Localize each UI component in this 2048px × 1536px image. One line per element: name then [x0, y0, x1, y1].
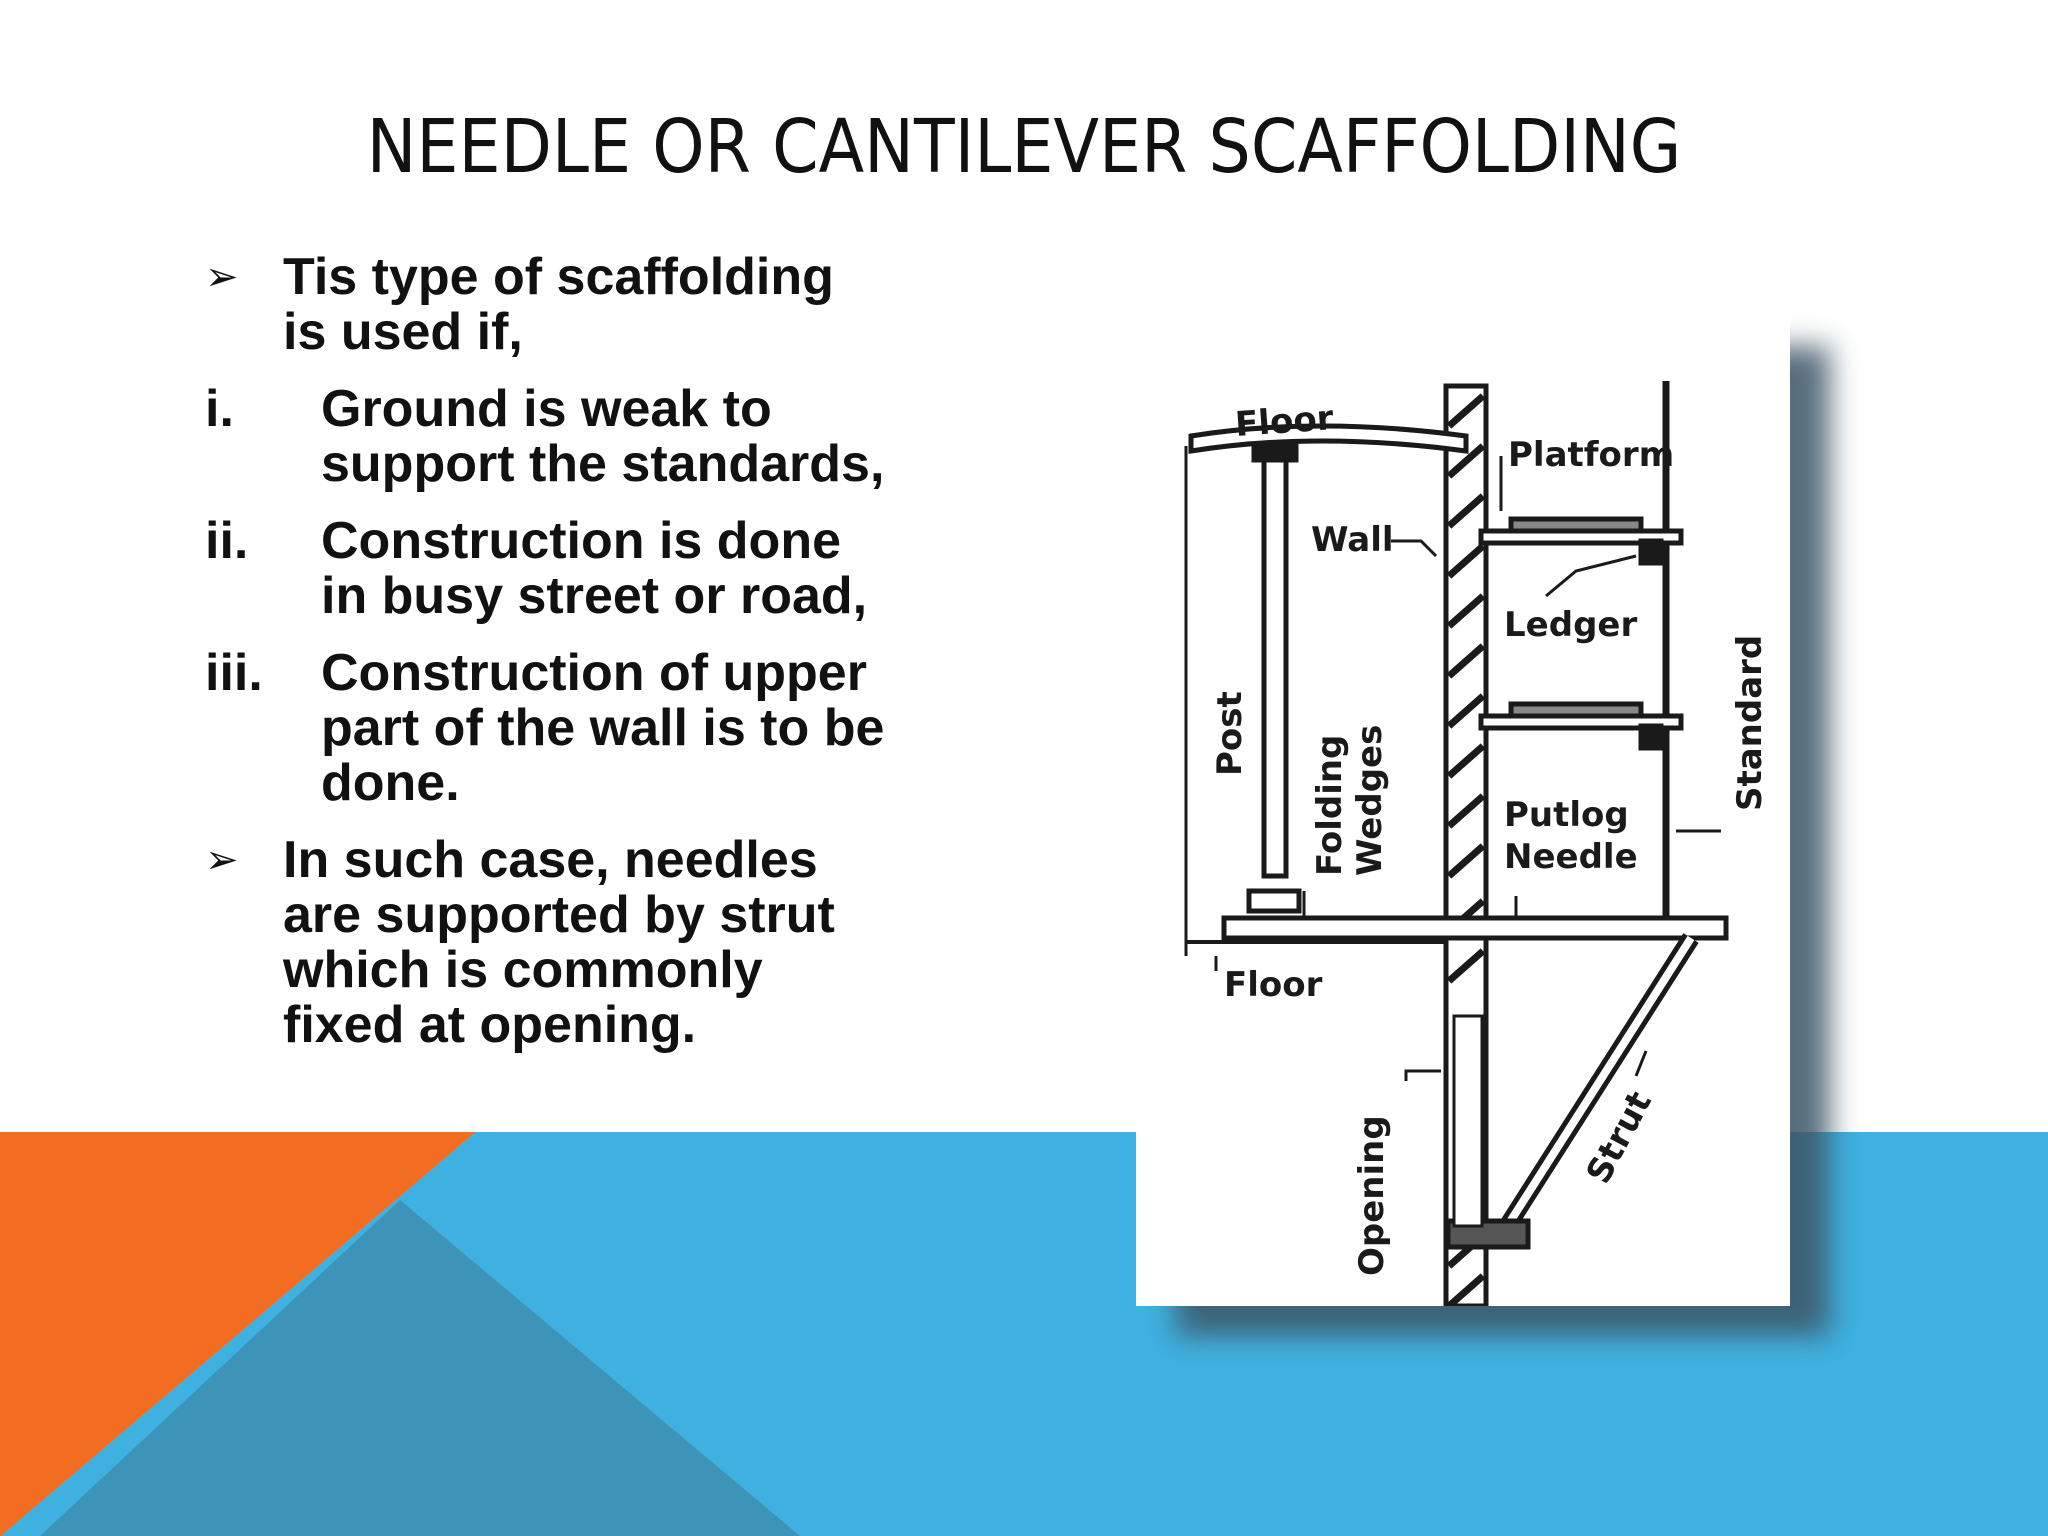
condition-item: iii. Construction of upper part of the w…: [205, 646, 885, 811]
ledger-leader: [1545, 554, 1637, 598]
label-putlog: Putlog: [1504, 795, 1629, 835]
strut-leader: [1634, 1050, 1648, 1077]
lower-ledger: [1638, 723, 1664, 751]
conclusion-text: In such case, needles are supported by s…: [283, 831, 835, 1054]
bullet-list: ➢ Tis type of scaffolding is used if, i.…: [205, 250, 885, 1075]
intro-text: Tis type of scaffolding is used if,: [283, 248, 834, 361]
condition-marker: i.: [205, 380, 234, 438]
post-cap: [1251, 441, 1299, 463]
wall-leader: [1391, 539, 1438, 558]
condition-text: Ground is weak to support the standards,: [321, 380, 885, 493]
label-opening: Opening: [1352, 1115, 1392, 1276]
label-floor-bottom: Floor: [1224, 965, 1323, 1005]
strut-inner: [1497, 935, 1695, 1239]
slide-title: NEEDLE OR CANTILEVER SCAFFOLDING: [366, 104, 1682, 190]
upper-ledger: [1638, 538, 1664, 566]
needle-beam: [1221, 915, 1729, 941]
condition-text: Construction of upper part of the wall i…: [321, 644, 885, 812]
orange-triangle: [0, 1132, 475, 1536]
lower-platform-boards: [1508, 701, 1644, 719]
intro-bullet: ➢ Tis type of scaffolding is used if,: [205, 250, 885, 360]
label-needle: Needle: [1504, 837, 1638, 877]
condition-marker: iii.: [205, 644, 263, 702]
overlap-triangle: [40, 1200, 800, 1536]
label-wedges: Wedges: [1350, 725, 1390, 876]
label-folding: Folding: [1310, 735, 1350, 876]
condition-text: Construction is done in busy street or r…: [321, 512, 868, 625]
label-ledger: Ledger: [1504, 605, 1637, 645]
conclusion-bullet: ➢ In such case, needles are supported by…: [205, 833, 885, 1053]
arrowhead-bullet-icon: ➢: [205, 837, 239, 883]
label-floor-top: Floor: [1234, 398, 1335, 445]
opening-leader: [1404, 1069, 1441, 1081]
folding-wedges: [1246, 888, 1302, 914]
upper-platform-boards: [1508, 516, 1644, 534]
condition-item: ii. Construction is done in busy street …: [205, 514, 885, 624]
arrowhead-bullet-icon: ➢: [205, 254, 239, 300]
scaffolding-figure: Floor Platform Wall Ledger Post Folding …: [1136, 316, 1830, 1336]
label-platform: Platform: [1508, 435, 1674, 475]
condition-marker: ii.: [205, 512, 249, 570]
scaffolding-diagram: Floor Platform Wall Ledger Post Folding …: [1136, 316, 1790, 1306]
post: [1261, 448, 1289, 879]
scaffolding-diagram-svg: Floor Platform Wall Ledger Post Folding …: [1184, 381, 1770, 1306]
opening: [1452, 1014, 1484, 1228]
label-wall: Wall: [1311, 520, 1394, 560]
label-standard: Standard: [1730, 635, 1770, 811]
label-post: Post: [1210, 691, 1250, 776]
condition-item: i. Ground is weak to support the standar…: [205, 382, 885, 492]
